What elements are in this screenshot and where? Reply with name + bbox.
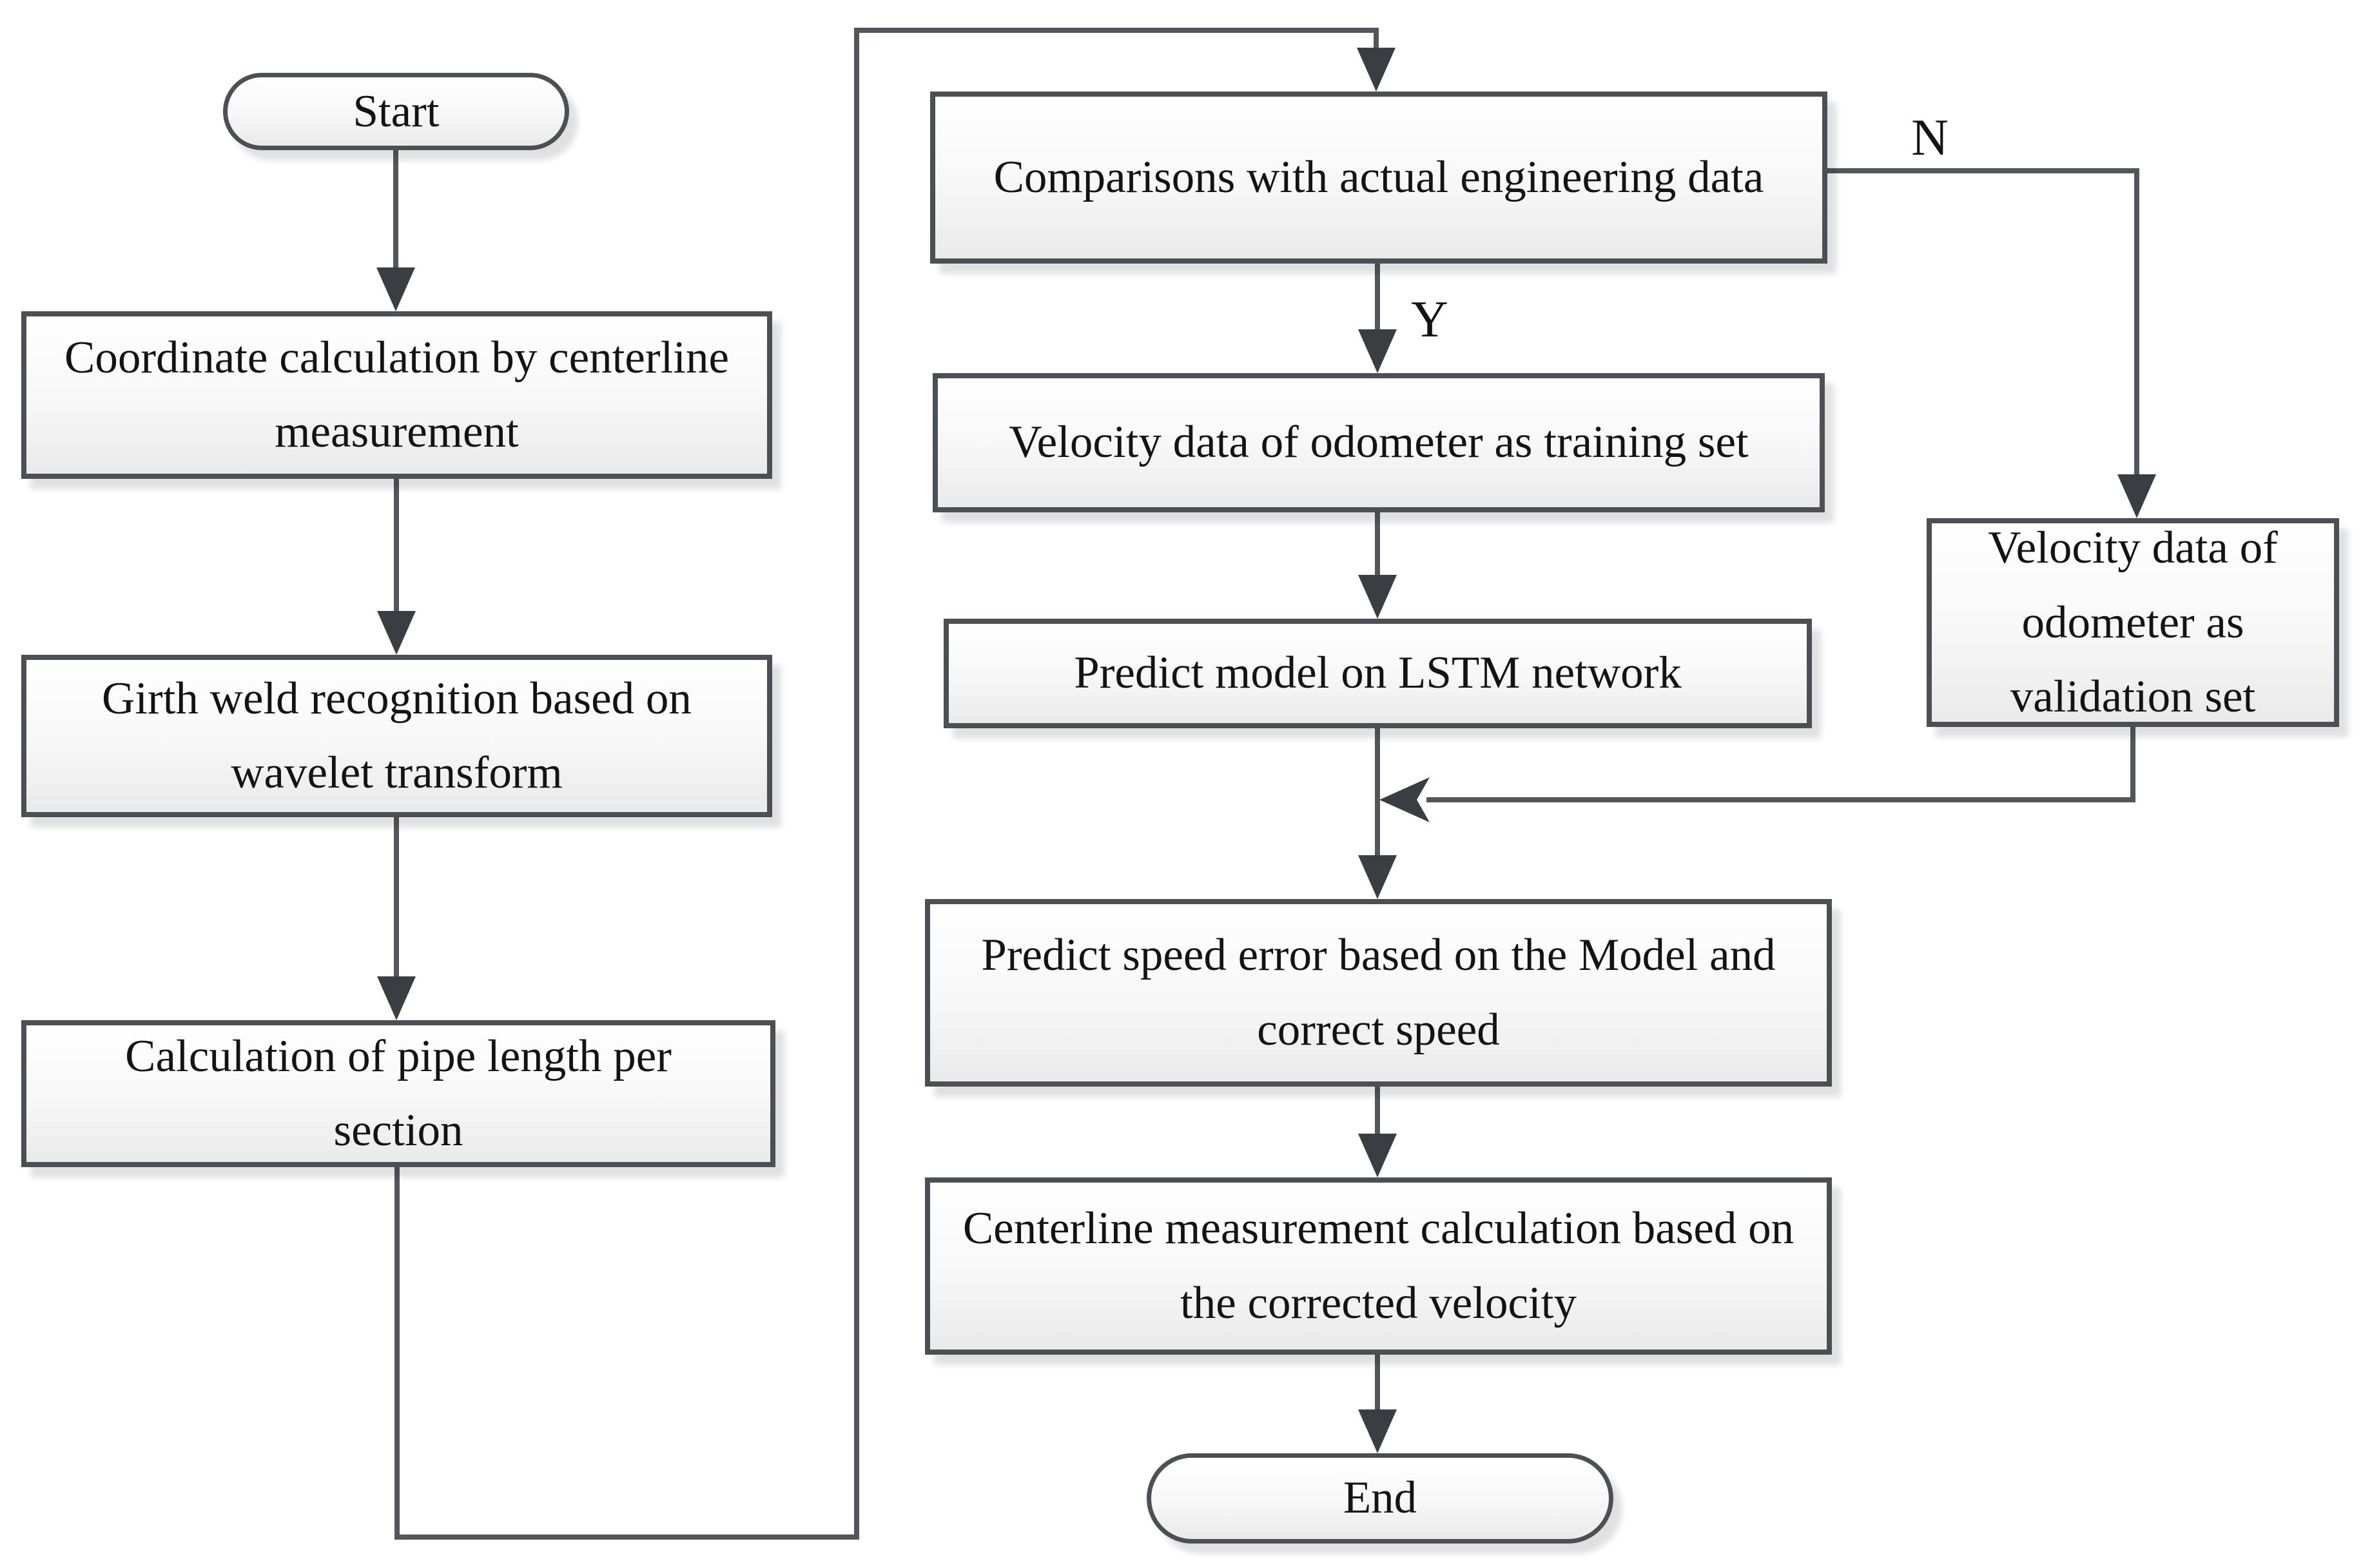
edge-validation-merge xyxy=(1426,727,2135,802)
branch-label-yes: Y xyxy=(1411,291,1448,348)
arrowhead-lstm xyxy=(1358,575,1397,619)
arrowhead-centerline xyxy=(1358,1134,1397,1177)
arrowhead-validation xyxy=(2117,474,2156,518)
arrowhead-predict xyxy=(1358,855,1397,899)
node-validation-set-label: Velocity data of odometer as validation … xyxy=(1988,523,2278,722)
arrowhead-comparisons xyxy=(1357,48,1395,92)
node-start-label: Start xyxy=(353,86,440,137)
node-validation-set: Velocity data of odometer as validation … xyxy=(1927,518,2339,727)
arrowhead-training xyxy=(1358,329,1397,373)
node-start: Start xyxy=(223,73,569,150)
node-predict-speed-error: Predict speed error based on the Model a… xyxy=(925,899,1832,1087)
edge-pipe-comparisons xyxy=(394,28,1379,1540)
node-predict-speed-error-label: Predict speed error based on the Model a… xyxy=(981,930,1776,1055)
node-centerline-measurement-label: Centerline measurement calculation based… xyxy=(962,1203,1794,1328)
arrowhead-end xyxy=(1358,1409,1397,1453)
node-training-set-label: Velocity data of odometer as training se… xyxy=(1009,417,1749,468)
arrowhead-merge xyxy=(1379,777,1430,822)
node-pipe-length-calculation-label: Calculation of pipe length per section xyxy=(125,1031,672,1156)
node-lstm-model-label: Predict model on LSTM network xyxy=(1074,648,1682,699)
arrowhead-pipe xyxy=(377,976,416,1020)
branch-label-no: N xyxy=(1911,110,1949,166)
arrowhead-coordinate xyxy=(376,267,415,311)
node-girth-weld-recognition-label: Girth weld recognition based on wavelet … xyxy=(102,673,692,798)
node-centerline-measurement: Centerline measurement calculation based… xyxy=(925,1177,1832,1355)
node-training-set: Velocity data of odometer as training se… xyxy=(933,373,1825,512)
node-pipe-length-calculation: Calculation of pipe length per section xyxy=(21,1020,775,1167)
node-comparisons: Comparisons with actual engineering data xyxy=(930,92,1827,264)
edge-comparisons-validation xyxy=(1827,168,2139,478)
node-end-label: End xyxy=(1343,1473,1417,1524)
arrowhead-girth xyxy=(377,611,416,655)
node-lstm-model: Predict model on LSTM network xyxy=(944,619,1812,728)
node-comparisons-label: Comparisons with actual engineering data xyxy=(993,151,1764,202)
node-coordinate-calculation: Coordinate calculation by centerline mea… xyxy=(21,311,772,479)
node-coordinate-calculation-label: Coordinate calculation by centerline mea… xyxy=(64,332,730,457)
node-girth-weld-recognition: Girth weld recognition based on wavelet … xyxy=(21,655,772,817)
node-end: End xyxy=(1147,1453,1613,1544)
